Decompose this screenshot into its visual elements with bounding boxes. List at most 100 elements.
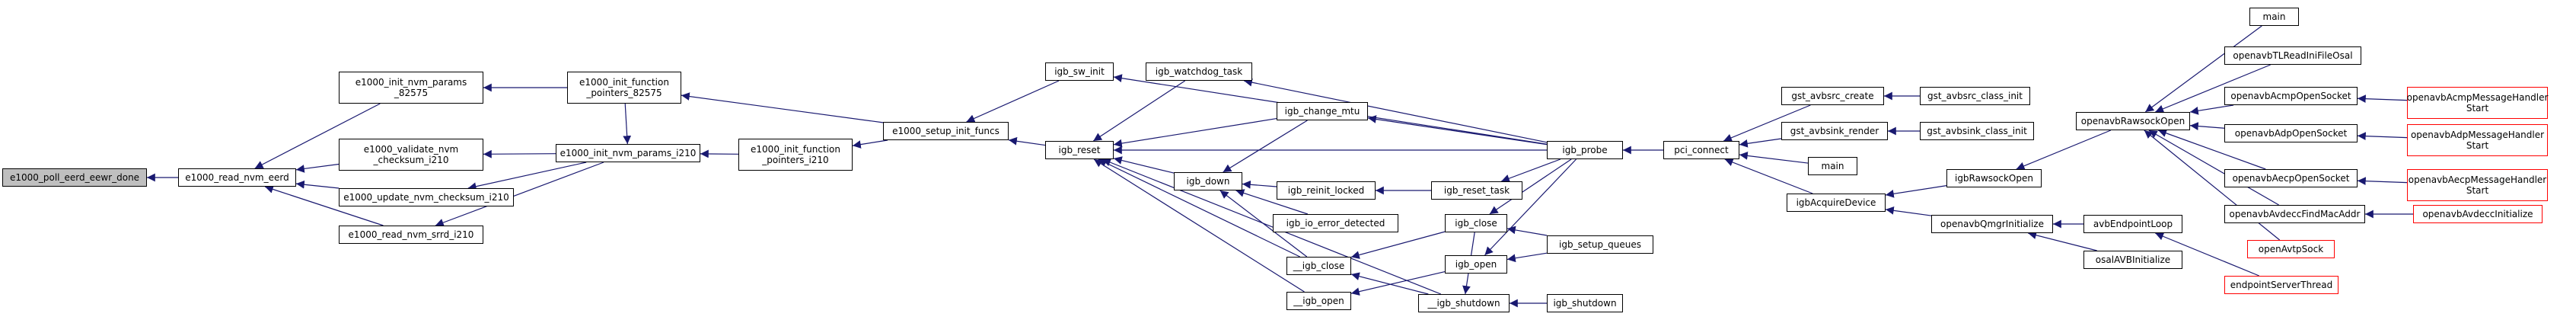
node-e1000-init-nvm-params-82575[interactable]: e1000_init_nvm_params _82575 [339, 72, 483, 104]
edge-openavbadpopensocket-to-openavbrawsockopen [2189, 122, 2225, 130]
node-openavbrawsockopen[interactable]: openavbRawsockOpen [2076, 112, 2190, 130]
edge-igbrawsockopen-to-igbacquiredevice [1885, 185, 1947, 198]
node-openavtpsock[interactable]: openAvtpSock [2247, 240, 2335, 258]
node-igb-change-mtu[interactable]: igb_change_mtu [1277, 102, 1368, 120]
node-e1000-init-function-pointers-82575[interactable]: e1000_init_function _pointers_82575 [567, 72, 681, 104]
node-igb-watchdog-task[interactable]: igb_watchdog_task [1146, 62, 1252, 81]
edge-igb-reset-to-e1000-setup-init-funcs [1008, 136, 1046, 146]
edge-igbacquiredevice-to-pci-connect [1724, 158, 1813, 194]
edge-igb-reinit-locked-to-igb-down [1242, 180, 1277, 189]
edge---igb-open-to-igb-reset [1093, 158, 1305, 293]
edge---igb-close-to-igb-reset [1098, 158, 1300, 258]
node-igb-io-error-detected[interactable]: igb_io_error_detected [1273, 214, 1398, 232]
node-igb-probe[interactable]: igb_probe [1547, 141, 1623, 159]
edge-openavbqmgrinitialize-to-igbacquiredevice [1885, 206, 1932, 216]
node-e1000-poll-eerd-eewr-done[interactable]: e1000_poll_eerd_eewr_done [2, 168, 147, 187]
edge-igb-setup-queues-to-igb-close [1506, 226, 1548, 236]
edge-gst-avbsink-render-to-pci-connect [1739, 138, 1782, 148]
node-openavbadpopensocket[interactable]: openavbAdpOpenSocket [2224, 124, 2358, 142]
edge-igb-probe-to-igb-change-mtu [1367, 115, 1548, 146]
edge-openavbavdeccfindmacaddr-to-openavbrawsockopen [2148, 130, 2279, 206]
node-endpointserverthread[interactable]: endpointServerThread [2224, 276, 2338, 294]
edge-igb-down-to-igb-reset [1113, 156, 1175, 174]
edge-igb-sw-init-to-e1000-setup-init-funcs [966, 80, 1060, 123]
edge-igb-close-to---igb-close [1350, 231, 1446, 259]
node-igb-reset-task[interactable]: igb_reset_task [1431, 181, 1522, 200]
edge-e1000-init-function-pointers-82575-to-e1000-init-nvm-params-i210 [623, 103, 632, 145]
node-e1000-validate-nvm-checksum-i210[interactable]: e1000_validate_nvm _checksum_i210 [339, 139, 483, 171]
edge-e1000-init-nvm-params-i210-to-e1000-update-nvm-checksum-i210 [467, 162, 587, 190]
edge-openavbaecpopensocket-to-openavbrawsockopen [2157, 129, 2266, 170]
edge-gst-avbsrc-create-to-pci-connect [1723, 104, 1811, 142]
node-gst-avbsink-render[interactable]: gst_avbsink_render [1781, 122, 1888, 140]
node-openavbaecpmessagehandlerstart[interactable]: openavbAecpMessageHandler Start [2407, 169, 2548, 201]
node-igb-reinit-locked[interactable]: igb_reinit_locked [1277, 181, 1376, 200]
node-igb-close[interactable]: igb_close [1445, 214, 1507, 232]
edge-main-a-to-pci-connect [1739, 152, 1809, 164]
node---igb-close[interactable]: __igb_close [1286, 257, 1351, 275]
node-gst-avbsrc-create[interactable]: gst_avbsrc_create [1781, 87, 1884, 105]
edge-e1000-init-nvm-params-82575-to-e1000-read-nvm-eerd [254, 103, 381, 169]
node-openavbacmpmessagehandlerstart[interactable]: openavbAcmpMessageHandler Start [2407, 87, 2548, 119]
edge-openavbadpmessagehandlerstart-to-openavbadpopensocket [2357, 132, 2408, 141]
edge-openavbaecpmessagehandlerstart-to-openavbaecpopensocket [2357, 177, 2408, 186]
node-openavbacmpopensocket[interactable]: openavbAcmpOpenSocket [2224, 87, 2358, 105]
edge---igb-shutdown-to-igb-reset [1101, 158, 1442, 295]
node-gst-avbsrc-class-init[interactable]: gst_avbsrc_class_init [1920, 87, 2030, 105]
edge-igb-open-to---igb-open [1350, 270, 1446, 296]
node-openavbavdeccfindmacaddr[interactable]: openavbAvdeccFindMacAddr [2224, 205, 2365, 223]
node-openavbtlreadinifileosal[interactable]: openavbTLReadIniFileOsal [2224, 46, 2361, 65]
node-osalavbinitialize[interactable]: osalAVBInitialize [2083, 251, 2182, 269]
node-avbendpointloop[interactable]: avbEndpointLoop [2083, 215, 2182, 233]
node-gst-avbsink-class-init[interactable]: gst_avbsink_class_init [1920, 122, 2034, 140]
node-main-a[interactable]: main [1808, 157, 1857, 175]
node-pci-connect[interactable]: pci_connect [1663, 141, 1739, 159]
edge-igb-setup-queues-to-igb-open [1506, 252, 1548, 263]
edge-igb-probe-to-igb-close [1489, 158, 1572, 215]
node-openavbaecpopensocket[interactable]: openavbAecpOpenSocket [2224, 169, 2358, 187]
edge-openavbacmpmessagehandlerstart-to-openavbacmpopensocket [2357, 94, 2408, 104]
edge-igb-io-error-detected-to-igb-down [1235, 189, 1309, 215]
node-openavbadpmessagehandlerstart[interactable]: openavbAdpMessageHandler Start [2407, 124, 2548, 156]
edge-igb-watchdog-task-to-igb-reset [1092, 80, 1186, 142]
node-openavbqmgrinitialize[interactable]: openavbQmgrInitialize [1931, 215, 2053, 233]
edge-openavbacmpopensocket-to-openavbrawsockopen [2189, 104, 2234, 115]
edge---igb-close-to-igb-down [1219, 190, 1308, 258]
edge-igb-probe-to-igb-watchdog-task [1243, 78, 1548, 143]
node-igb-sw-init[interactable]: igb_sw_init [1045, 62, 1114, 81]
edge-openavbrawsockopen-to-igbrawsockopen [2016, 130, 2112, 170]
edge-e1000-setup-init-funcs-to-e1000-init-function-pointers-82575 [681, 92, 884, 123]
edge-e1000-update-nvm-checksum-i210-to-e1000-read-nvm-eerd [295, 180, 340, 189]
edge-e1000-init-nvm-params-i210-to-e1000-validate-nvm-checksum-i210 [483, 149, 556, 158]
node-e1000-init-function-pointers-i210[interactable]: e1000_init_function _pointers_i210 [738, 139, 853, 171]
edge-igb-change-mtu-to-igb-down [1223, 120, 1308, 173]
edge-endpointserverthread-to-avbendpointloop [2155, 232, 2259, 277]
edge-igb-probe-to-igb-open [1484, 158, 1577, 256]
edge-igb-probe-to-igb-reset-task [1500, 158, 1561, 183]
edge-openavbtlreadinifileosal-to-openavbrawsockopen [2155, 64, 2271, 113]
node-e1000-read-nvm-eerd[interactable]: e1000_read_nvm_eerd [178, 168, 296, 187]
node-e1000-read-nvm-srrd-i210[interactable]: e1000_read_nvm_srrd_i210 [339, 226, 483, 244]
node-e1000-setup-init-funcs[interactable]: e1000_setup_init_funcs [883, 122, 1009, 140]
node-igb-open[interactable]: igb_open [1445, 255, 1507, 274]
edge-e1000-init-nvm-params-i210-to-e1000-read-nvm-srrd-i210 [435, 162, 604, 227]
node-igbrawsockopen[interactable]: igbRawsockOpen [1946, 169, 2042, 187]
node-e1000-update-nvm-checksum-i210[interactable]: e1000_update_nvm_checksum_i210 [339, 188, 514, 206]
edge-e1000-setup-init-funcs-to-e1000-init-function-pointers-i210 [852, 139, 888, 149]
edge-igb-change-mtu-to-igb-reset [1113, 118, 1277, 148]
edge-e1000-validate-nvm-checksum-i210-to-e1000-read-nvm-eerd [295, 163, 340, 173]
node-main-b[interactable]: main [2249, 8, 2299, 26]
edge-main-b-to-openavbrawsockopen [2144, 25, 2262, 113]
node---igb-shutdown[interactable]: __igb_shutdown [1418, 294, 1510, 312]
node-igb-down[interactable]: igb_down [1174, 172, 1242, 190]
node-igbacquiredevice[interactable]: igbAcquireDevice [1787, 194, 1886, 212]
node-openavbavdeccinitialize[interactable]: openavbAvdeccInitialize [2413, 205, 2543, 223]
edge-osalavbinitialize-to-openavbqmgrinitialize [2028, 231, 2097, 251]
node-igb-setup-queues[interactable]: igb_setup_queues [1547, 235, 1653, 254]
node-igb-reset[interactable]: igb_reset [1045, 141, 1114, 159]
node-e1000-init-nvm-params-i210[interactable]: e1000_init_nvm_params_i210 [556, 144, 700, 162]
node---igb-open[interactable]: __igb_open [1286, 292, 1351, 310]
node-igb-shutdown[interactable]: igb_shutdown [1547, 294, 1623, 312]
